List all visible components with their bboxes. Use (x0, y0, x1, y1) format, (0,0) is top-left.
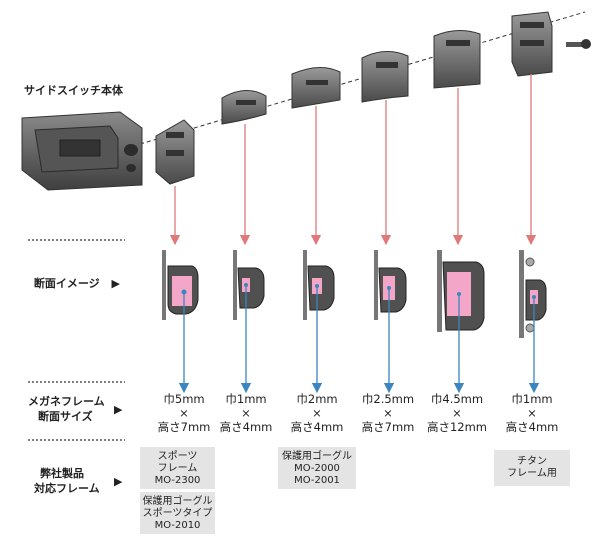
frame-size-label-line2: 断面サイズ (38, 410, 93, 423)
size-height: 高さ7mm (157, 420, 211, 434)
size-times: × (452, 406, 462, 420)
size-height: 高さ12mm (426, 420, 488, 434)
compatible-frame-box-1: スポーツ フレーム MO-2300 (140, 447, 215, 489)
assembly-line (119, 11, 586, 151)
attachment-6-illustration (511, 11, 553, 77)
side-switch-body-illustration (21, 111, 143, 191)
compatible-label-line1: 弊社製品 (40, 467, 84, 480)
row-arrow-icon: ▶ (114, 403, 123, 416)
size-6: 巾1mm × 高さ4mm (497, 392, 567, 434)
compatible-frame-box-3: 保護用ゴーグル MO-2000 MO-2001 (278, 447, 356, 489)
compat-line: フレーム用 (507, 468, 557, 479)
compat-line: チタン (517, 456, 547, 467)
size-width: 巾1mm (511, 392, 553, 406)
row-arrow-icon: ▶ (114, 475, 123, 488)
cross-section-6 (519, 250, 547, 338)
cross-section-3 (303, 250, 335, 320)
cross-section-5 (437, 250, 485, 332)
compat-line: MO-2010 (154, 520, 201, 531)
size-3: 巾2mm × 高さ4mm (282, 392, 352, 434)
size-2: 巾1mm × 高さ4mm (211, 392, 281, 434)
size-width: 巾5mm (163, 392, 205, 406)
size-times: × (241, 406, 251, 420)
cross-section-label-text: 断面イメージ (33, 277, 100, 290)
compat-line: フレーム (157, 463, 198, 474)
size-height: 高さ4mm (219, 420, 273, 434)
side-switch-body-label: サイドスイッチ本体 (24, 84, 123, 97)
compat-line: MO-2000 (294, 463, 340, 474)
compat-line: スポーツ (157, 451, 198, 462)
size-width: 巾2mm (296, 392, 338, 406)
row-arrow-icon: ▶ (111, 277, 120, 290)
size-1: 巾5mm × 高さ7mm (149, 392, 219, 434)
size-height: 高さ4mm (290, 420, 344, 434)
compatible-frame-box-2: 保護用ゴーグル スポーツタイプ MO-2010 (140, 492, 215, 534)
cross-section-2 (233, 250, 265, 320)
size-times: × (179, 406, 189, 420)
size-width: 巾1mm (225, 392, 267, 406)
attachment-5-illustration (433, 30, 481, 89)
compatible-frame-box-4: チタン フレーム用 (494, 450, 570, 486)
compat-line: 保護用ゴーグル (282, 451, 352, 462)
size-times: × (383, 406, 393, 420)
frame-size-label-line1: メガネフレーム (28, 395, 105, 408)
size-times: × (527, 406, 537, 420)
size-height: 高さ4mm (505, 420, 559, 434)
compatible-label-line2: 対応フレーム (34, 482, 100, 495)
cross-section-4 (374, 250, 407, 320)
attachment-2-illustration (221, 90, 267, 125)
attachment-3-illustration (291, 67, 341, 109)
compat-line: スポーツタイプ (142, 508, 213, 519)
attachment-1-illustration (155, 119, 195, 185)
cross-section-1 (162, 250, 199, 320)
compat-line: MO-2300 (154, 475, 201, 486)
frame-size-row-label: メガネフレーム 断面サイズ ▶ (10, 394, 123, 424)
attachment-4-illustration (361, 51, 409, 103)
size-width: 巾2.5mm (361, 392, 415, 406)
size-4: 巾2.5mm × 高さ7mm (353, 392, 423, 434)
frame-size-label-line2-wrap: 断面サイズ (10, 409, 120, 424)
screw-illustration (566, 39, 591, 49)
compat-line: 保護用ゴーグル (142, 496, 213, 507)
size-5: 巾4.5mm × 高さ12mm (422, 392, 492, 434)
cross-section-row-label: 断面イメージ ▶ (10, 276, 120, 291)
size-times: × (312, 406, 322, 420)
size-width: 巾4.5mm (430, 392, 484, 406)
size-height: 高さ7mm (361, 420, 415, 434)
compat-line: MO-2001 (294, 475, 340, 486)
compatible-row-label: 弊社製品 対応フレーム ▶ (10, 466, 123, 496)
